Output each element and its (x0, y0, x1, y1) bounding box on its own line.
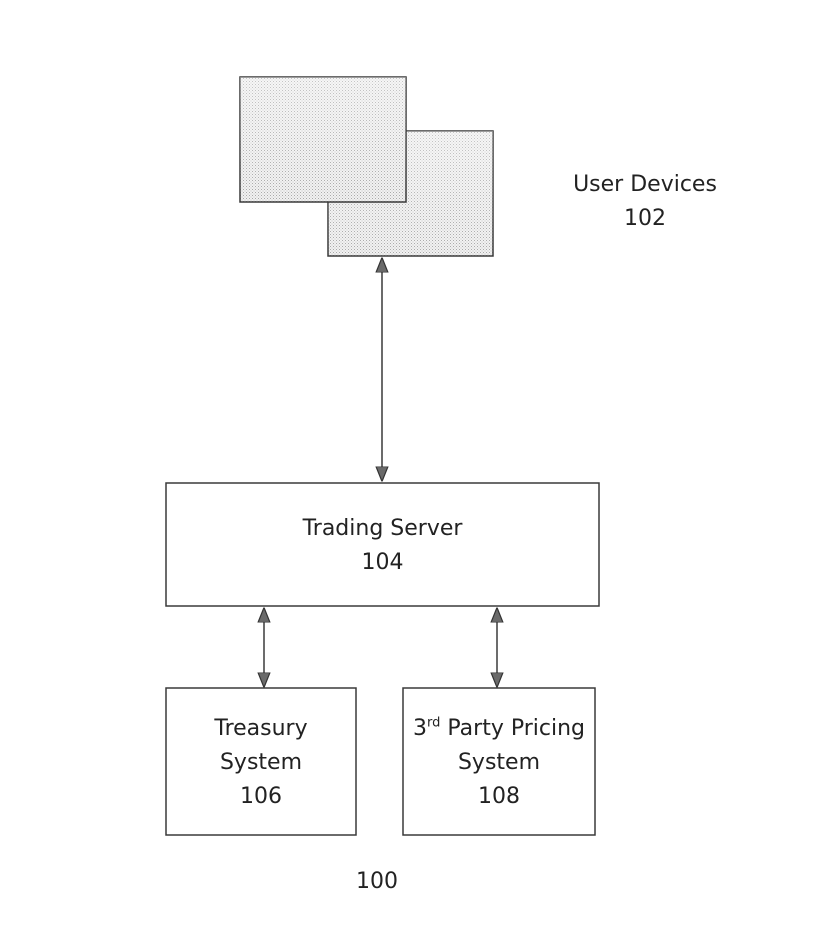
trading-server-label: Trading Server 104 (166, 512, 599, 580)
treasury-system-label: Treasury System 106 (166, 712, 356, 814)
trading-server-number: 104 (361, 550, 404, 575)
treasury-number: 106 (240, 784, 282, 809)
user-devices-title: User Devices (573, 172, 717, 197)
pricing-line2: System (457, 750, 541, 775)
pricing-line1: 3rd Party Pricing (403, 712, 595, 746)
pricing-sup: rd (427, 715, 441, 731)
pricing-line1-rest: Party Pricing (440, 716, 585, 741)
treasury-system-box (165, 687, 357, 836)
pricing-system-label: 3rd Party Pricing System 108 (403, 712, 595, 814)
trading-server-title: Trading Server (302, 516, 463, 541)
user-device-back-screen (239, 76, 407, 203)
pricing-prefix: 3 (413, 716, 428, 741)
figure-number: 100 (356, 869, 398, 894)
user-devices-label: User Devices 102 (545, 168, 745, 236)
treasury-line1: Treasury (214, 716, 308, 741)
trading-server-box (165, 482, 600, 607)
pricing-number: 108 (478, 784, 520, 809)
user-devices-number: 102 (624, 206, 666, 231)
pricing-system-box (402, 687, 596, 836)
treasury-line2: System (219, 750, 303, 775)
